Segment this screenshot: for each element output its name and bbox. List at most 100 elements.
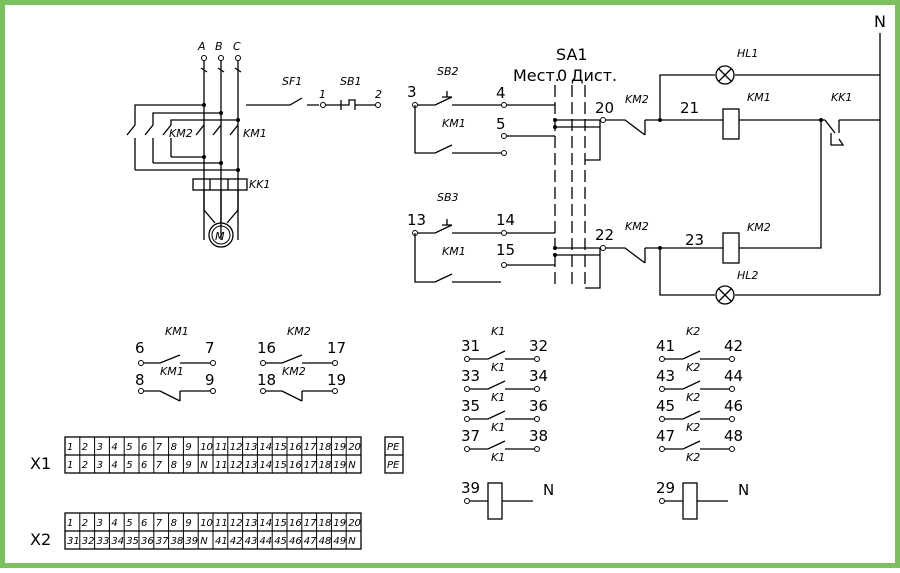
relay-coil-terminal: 29 <box>656 479 675 497</box>
x1-bottom-terminal: 2 <box>82 460 88 471</box>
relay-contact-label: K2 <box>686 391 700 404</box>
x2-top-terminal: 13 <box>245 518 258 529</box>
x1-top-terminal: 19 <box>333 442 346 453</box>
motor-label: M <box>215 230 225 243</box>
x1-bottom-terminal: 9 <box>185 460 191 471</box>
relay-contact-label: K1 <box>491 361 505 374</box>
relay-terminal: 46 <box>724 397 743 415</box>
km1-coil-label: KM1 <box>747 91 771 104</box>
x1-bottom-terminal: 15 <box>274 460 287 471</box>
x2-bottom-terminal: 38 <box>171 536 184 547</box>
x2-top-terminal: 3 <box>97 518 103 529</box>
x1-top-terminal: 14 <box>259 442 272 453</box>
x2-top-terminal: 1 <box>67 518 73 529</box>
x1-bottom-terminal: N <box>200 460 208 471</box>
control-circuit: SF1 1 SB1 2 3 SB2 KM1 4 5 13 SB3 KM1 14 … <box>246 12 886 305</box>
phase-b-label: B <box>215 40 223 53</box>
sb3-label: SB3 <box>437 191 459 204</box>
x2-top-terminal: 14 <box>259 518 272 529</box>
relay-coil <box>682 482 698 520</box>
kk1-power-label: KK1 <box>249 178 270 191</box>
aux-title: KM1 <box>165 325 189 338</box>
km2-interlock2-label: KM2 <box>625 220 649 233</box>
power-circuit: A B C KM2 KM1 KK1 M <box>126 40 270 248</box>
node-23: 23 <box>685 231 704 249</box>
node-5: 5 <box>496 115 506 133</box>
x2-top-terminal: 9 <box>185 518 191 529</box>
hl2-label: HL2 <box>737 269 758 282</box>
x1-bottom-terminal: 4 <box>111 460 117 471</box>
aux-terminal: 6 <box>135 339 145 357</box>
x2-top-terminal: 10 <box>200 518 213 529</box>
x2-bottom-terminal: 37 <box>156 536 169 547</box>
x1-bottom-terminal: 5 <box>126 460 132 471</box>
relay-terminal: 35 <box>461 397 480 415</box>
relay-terminal: 44 <box>724 367 743 385</box>
x1-bottom-terminal: 7 <box>156 460 163 471</box>
motor-symbol <box>208 222 234 248</box>
x1-top-terminal: 17 <box>304 442 317 453</box>
x1-top-terminal: 6 <box>141 442 147 453</box>
x2-top-terminal: 11 <box>215 518 228 529</box>
sb2-label: SB2 <box>437 65 459 78</box>
relay-contact-label: K1 <box>491 421 505 434</box>
relay-terminal: 41 <box>656 337 675 355</box>
sa1-label: SA1 <box>556 45 588 64</box>
sa1-pos-remote: Дист. <box>571 66 617 85</box>
x1-bottom-terminal: 18 <box>319 460 332 471</box>
aux-terminal: 19 <box>327 371 346 389</box>
relay-neutral: N <box>543 481 554 499</box>
neutral-label: N <box>874 12 886 31</box>
node-21: 21 <box>680 99 699 117</box>
x2-bottom-terminal: 49 <box>333 536 346 547</box>
x1-top-terminal: 15 <box>274 442 287 453</box>
x1-top-terminal: 2 <box>82 442 88 453</box>
x2-top-terminal: 4 <box>111 518 117 529</box>
wiring-diagram: A B C KM2 KM1 KK1 M <box>30 12 886 550</box>
x2-top-terminal: 12 <box>230 518 243 529</box>
km2-power-label: KM2 <box>169 127 193 140</box>
x1-bottom-terminal: 16 <box>289 460 302 471</box>
sa1-pos-zero: 0 <box>557 66 567 85</box>
x2-top-terminal: 17 <box>304 518 317 529</box>
relay-terminal: 47 <box>656 427 675 445</box>
sa1-pos-local: Мест. <box>513 66 560 85</box>
km1-hold2-label: KM1 <box>442 245 466 258</box>
relay-contact-label: K1 <box>491 391 505 404</box>
relay-contact-label: K2 <box>686 361 700 374</box>
x1-top-terminal: 9 <box>185 442 191 453</box>
relay-contact-label: K1 <box>491 451 505 464</box>
km1-coil <box>722 108 740 140</box>
x2-bottom-terminal: 41 <box>215 536 228 547</box>
x2-bottom-terminal: 45 <box>274 536 287 547</box>
node-20: 20 <box>595 99 614 117</box>
x1-top-terminal: 16 <box>289 442 302 453</box>
x1-top-terminal: 1 <box>67 442 73 453</box>
relay-terminal: 48 <box>724 427 743 445</box>
aux-terminal: 8 <box>135 371 145 389</box>
relay-coil-terminal: 39 <box>461 479 480 497</box>
x1-bottom-terminal: 6 <box>141 460 147 471</box>
x2-top-terminal: 5 <box>126 518 132 529</box>
x2-bottom-terminal: 47 <box>304 536 317 547</box>
relay-terminal: 34 <box>529 367 548 385</box>
relay-terminal: 38 <box>529 427 548 445</box>
km2-interlock-label: KM2 <box>625 93 649 106</box>
x1-bottom-terminal: 11 <box>215 460 228 471</box>
x2-bottom-terminal: 36 <box>141 536 154 547</box>
node-1: 1 <box>319 88 326 101</box>
x1-top-terminal: 18 <box>319 442 332 453</box>
relay-terminal: 36 <box>529 397 548 415</box>
relay-neutral: N <box>738 481 749 499</box>
x2-top-terminal: 6 <box>141 518 147 529</box>
aux-terminal: 17 <box>327 339 346 357</box>
x2-top-terminal: 18 <box>319 518 332 529</box>
x2-label: X2 <box>30 530 51 549</box>
x2-bottom-terminal: 31 <box>67 536 80 547</box>
hl1-lamp <box>715 65 735 85</box>
relay-terminal: 33 <box>461 367 480 385</box>
sb1-label: SB1 <box>340 75 362 88</box>
x2-bottom-terminal: 44 <box>259 536 272 547</box>
